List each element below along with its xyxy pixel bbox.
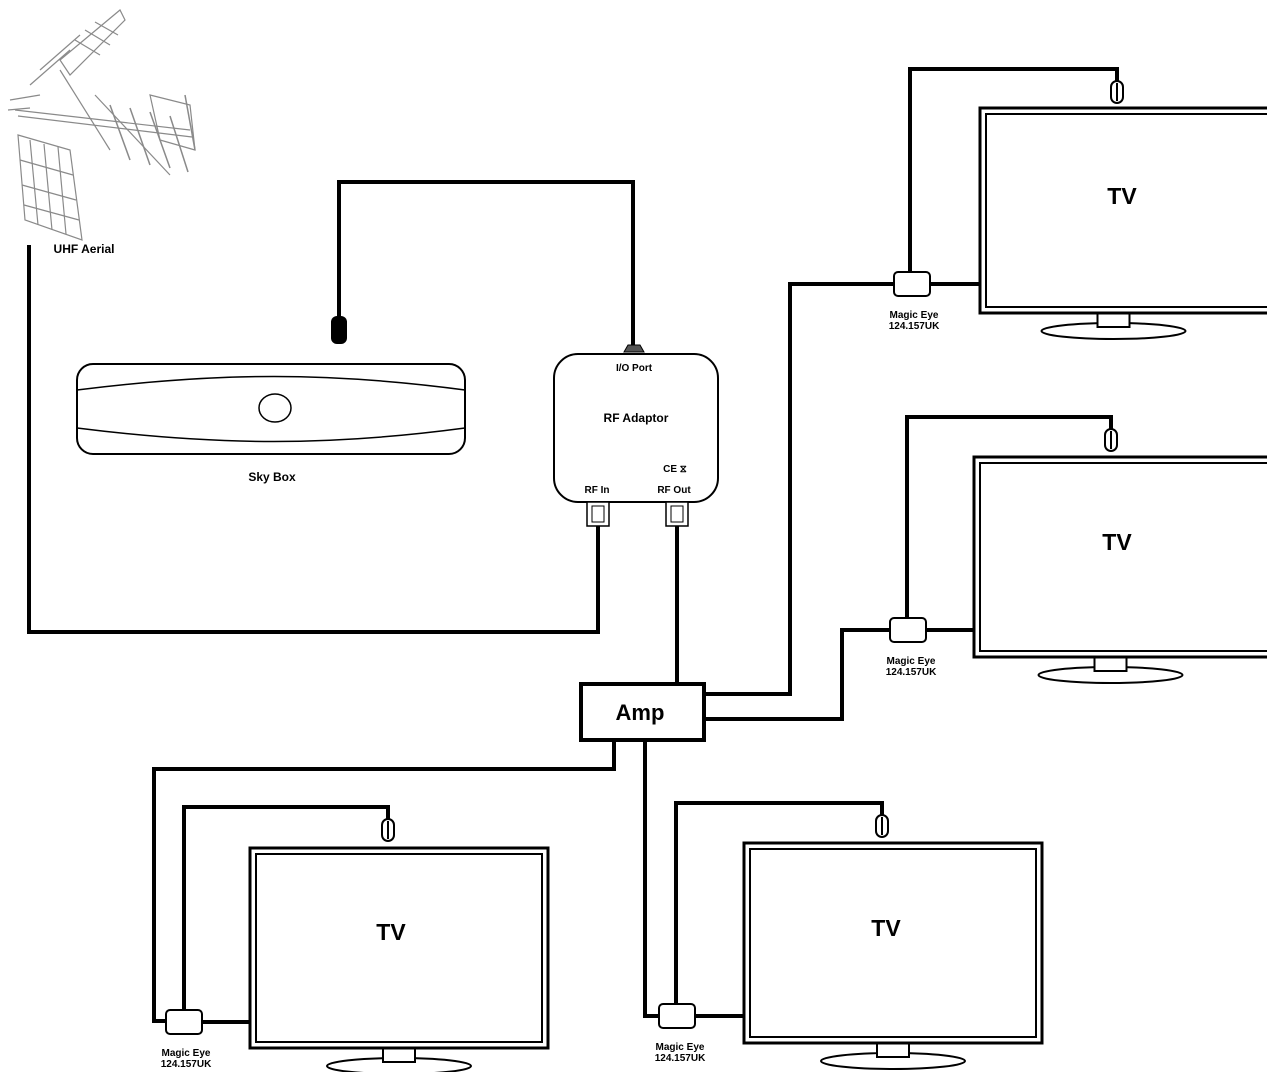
- tv-screen: [749, 848, 1037, 1038]
- amp-to-tv3-cable: [152, 740, 616, 1023]
- tv-screen: [979, 462, 1267, 652]
- magic-eye-wire: [182, 805, 390, 1010]
- tv-screen: [255, 853, 543, 1043]
- uhf-aerial-label: UHF Aerial: [54, 242, 115, 256]
- tv-label: TV: [1107, 183, 1137, 209]
- magic-eye-icon: [165, 1009, 203, 1035]
- tv-label: TV: [1102, 529, 1132, 555]
- sky-box-button-icon: [258, 393, 292, 423]
- magic-eye-icon: [889, 617, 927, 643]
- magic-eye-model-label: 124.157UK: [161, 1059, 212, 1070]
- amp-to-tv1-cable: [704, 282, 894, 696]
- magic-eye-label: Magic Eye: [887, 656, 936, 667]
- magic-eye-model-label: 124.157UK: [655, 1053, 706, 1064]
- tv-screen: [985, 113, 1267, 308]
- cables: [27, 180, 894, 1023]
- scart-plug-icon: [331, 316, 347, 344]
- io-port-connector-icon: [623, 344, 645, 353]
- rf-adaptor: [553, 344, 719, 527]
- uhf-aerial-icon: [7, 9, 196, 241]
- io-cable: [337, 180, 635, 345]
- amp-to-tv2-cable: [704, 628, 890, 721]
- magic-eye-wire: [908, 67, 1119, 272]
- aerial-cable: [27, 245, 600, 634]
- tv-label: TV: [376, 919, 406, 945]
- ce-mark: CE ⧖: [663, 464, 687, 475]
- rf-out-label: RF Out: [657, 485, 691, 496]
- magic-eye-model-label: 124.157UK: [886, 667, 937, 678]
- tv-label: TV: [871, 915, 901, 941]
- magic-eye-icon: [658, 1003, 696, 1029]
- magic-eye-wire: [905, 415, 1113, 618]
- sky-box: [76, 316, 466, 455]
- rf-in-label: RF In: [585, 485, 610, 496]
- magic-eye-icon: [893, 271, 931, 297]
- amp-to-tv4-cable: [643, 740, 659, 1018]
- sky-box-label: Sky Box: [248, 470, 296, 484]
- magic-eye-wire: [674, 801, 884, 1004]
- magic-eye-label: Magic Eye: [890, 310, 939, 321]
- amp-label: Amp: [616, 700, 665, 725]
- magic-eye-model-label: 124.157UK: [889, 321, 940, 332]
- rf-adaptor-label: RF Adaptor: [604, 411, 669, 425]
- io-port-label: I/O Port: [616, 363, 653, 374]
- magic-eye-label: Magic Eye: [162, 1048, 211, 1059]
- amp-box: [579, 682, 706, 742]
- magic-eye-label: Magic Eye: [656, 1042, 705, 1053]
